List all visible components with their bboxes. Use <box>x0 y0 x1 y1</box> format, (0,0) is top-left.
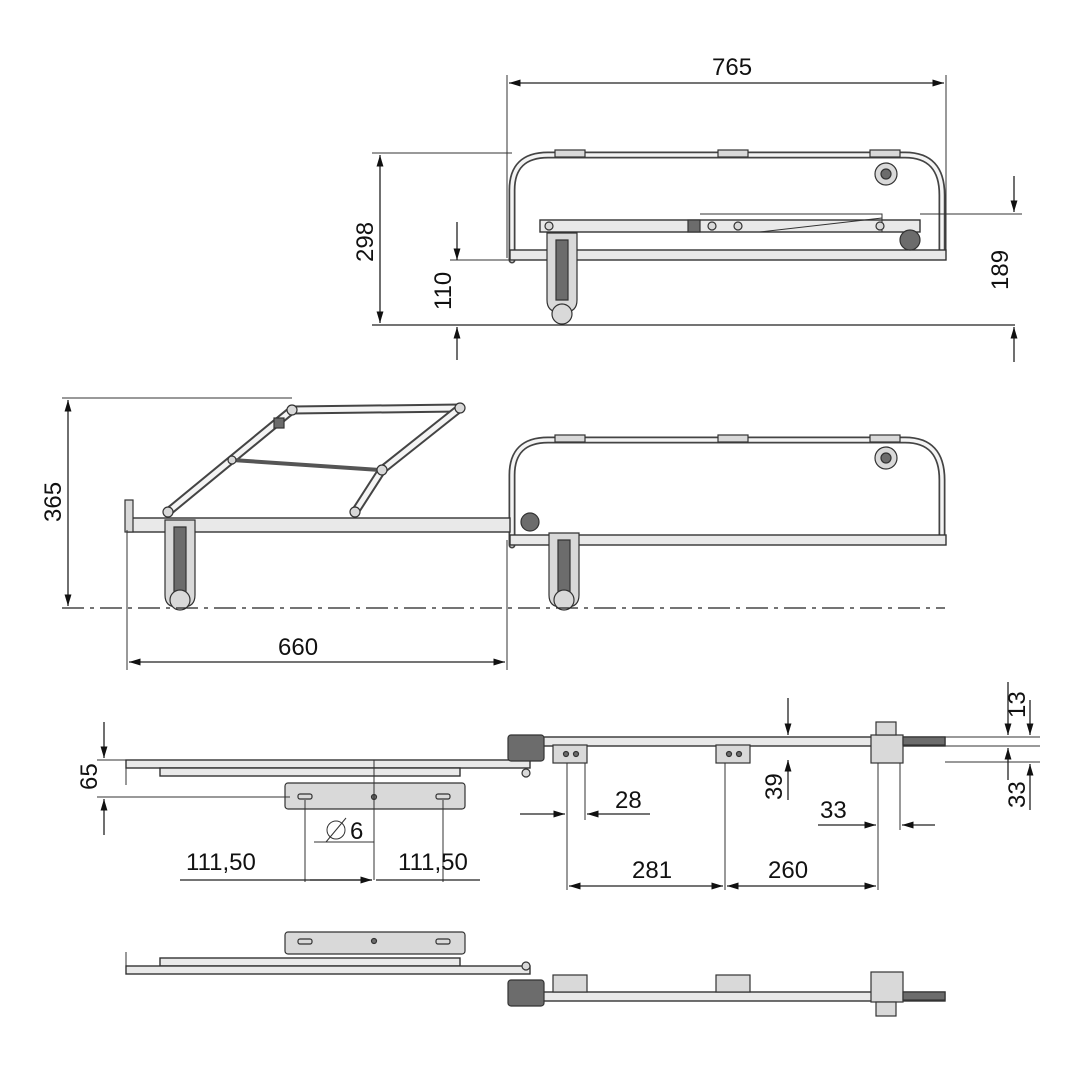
dim-top-small: 13 <box>1004 691 1031 718</box>
dim-left-spacing: 111,50 <box>186 849 256 876</box>
dim-right-spacing: 111,50 <box>398 849 468 876</box>
folded-view: 765 298 110 189 <box>352 54 1022 362</box>
dim-spacing-b: 260 <box>768 857 808 884</box>
dim-right-drop: 33 <box>1004 781 1031 808</box>
plan-view-mirrored <box>125 931 946 1017</box>
dim-bracket-drop: 39 <box>761 773 788 800</box>
plan-view: 65 6 111,50 111,50 28 39 33 <box>76 682 1040 890</box>
dim-hole: 6 <box>350 818 363 845</box>
dim-spacing-a: 281 <box>632 857 672 884</box>
dim-clearance: 110 <box>430 272 457 310</box>
diameter-icon <box>326 820 346 840</box>
roller-icon <box>899 229 921 251</box>
mechanism-bar <box>539 219 921 233</box>
dim-extended-height: 365 <box>40 482 67 522</box>
dim-height: 298 <box>352 222 379 262</box>
extended-view: 365 660 <box>40 397 947 670</box>
wheel-icon <box>551 303 573 325</box>
dim-right-gap: 33 <box>820 797 847 824</box>
dim-extension: 660 <box>278 634 318 661</box>
dim-side-height: 189 <box>987 250 1014 290</box>
dim-bracket-width: 28 <box>615 787 642 814</box>
dim-width: 765 <box>712 54 752 81</box>
dim-offset: 65 <box>76 763 103 790</box>
